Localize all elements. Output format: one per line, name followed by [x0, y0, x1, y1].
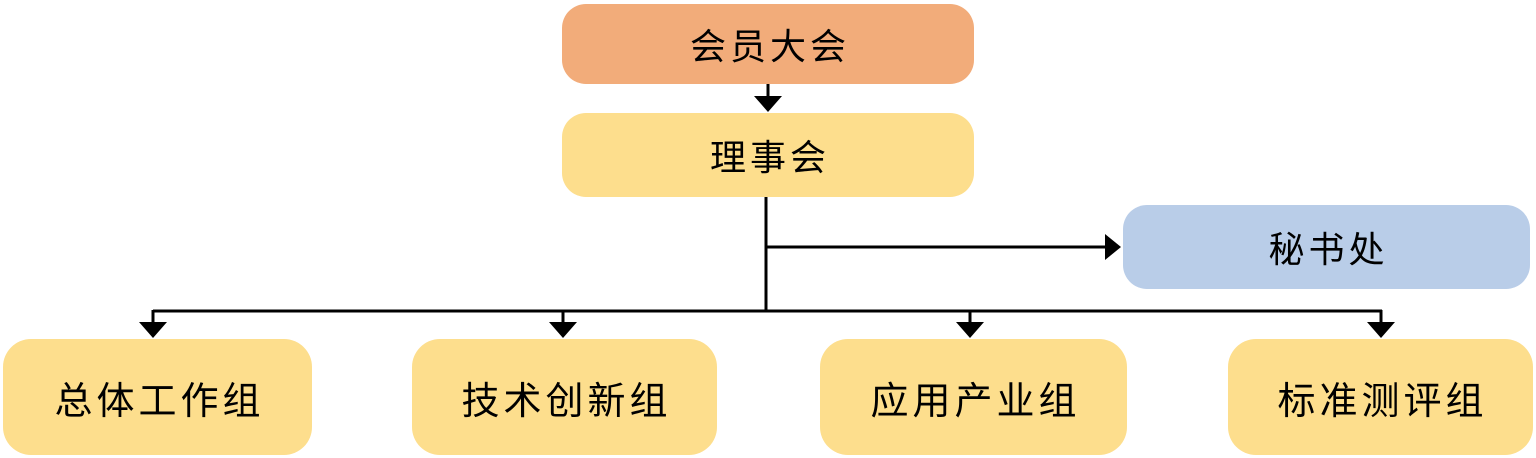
- node-general-working-group: 总体工作组: [3, 339, 312, 455]
- node-secretariat: 秘书处: [1123, 205, 1530, 289]
- node-secretariat-label: 秘书处: [1268, 229, 1389, 270]
- node-board-of-directors: 理事会: [562, 113, 974, 197]
- node-members-assembly-label: 会员大会: [689, 26, 850, 67]
- edge-trunk-industry-wg: [956, 310, 984, 338]
- node-application-industry-group-label: 应用产业组: [870, 380, 1081, 423]
- node-application-industry-group: 应用产业组: [820, 339, 1127, 455]
- edge-trunk-general-wg: [139, 310, 167, 338]
- node-board-of-directors-label: 理事会: [709, 137, 830, 178]
- node-standards-evaluation-group-label: 标准测评组: [1277, 380, 1488, 423]
- node-members-assembly: 会员大会: [562, 4, 974, 84]
- node-tech-innovation-group: 技术创新组: [412, 339, 717, 455]
- edge-trunk-tech-wg: [549, 310, 577, 338]
- node-standards-evaluation-group: 标准测评组: [1228, 339, 1533, 455]
- node-general-working-group-label: 总体工作组: [54, 380, 265, 423]
- edge-board-secretariat: [766, 234, 1121, 260]
- node-tech-innovation-group-label: 技术创新组: [461, 380, 672, 423]
- edge-trunk-standards-wg: [1367, 310, 1395, 338]
- edge-assembly-board: [754, 83, 782, 112]
